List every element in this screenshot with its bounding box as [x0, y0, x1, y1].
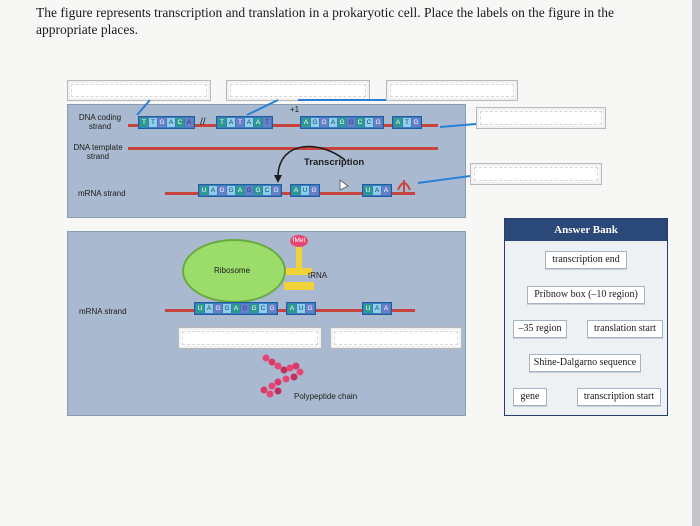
- trna-arm: [286, 268, 312, 275]
- answer-bank: Answer Bank transcription end Pribnow bo…: [504, 218, 668, 416]
- dna-template-strand-label: DNA template strand: [73, 143, 123, 161]
- transcription-label: Transcription: [304, 157, 365, 168]
- drop-target-7[interactable]: [330, 327, 462, 349]
- transcription-arrow-path: [277, 145, 346, 176]
- mrna-strand-label-2: mRNA strand: [79, 307, 127, 316]
- pointer-line-5: [417, 175, 471, 184]
- drop-target-6[interactable]: [178, 327, 322, 349]
- dna-coding-strand-label: DNA coding strand: [78, 113, 122, 131]
- dna-coding-strand-line: [128, 124, 438, 127]
- polypeptide-chain-drawing: [260, 354, 304, 398]
- cursor-pointer: [339, 179, 349, 191]
- drop-target-3[interactable]: [386, 80, 518, 101]
- answer-chip-minus-35-region[interactable]: –35 region: [513, 320, 567, 338]
- answer-chip-gene[interactable]: gene: [513, 388, 547, 406]
- dna-template-strand-line: [128, 147, 438, 150]
- transcription-arrow-head: [274, 175, 282, 183]
- plus-one-marker: +1: [290, 105, 300, 114]
- trna-anticodon-base: [284, 282, 314, 290]
- polypeptide-chain-label: Polypeptide chain: [294, 392, 358, 401]
- ribosome-label: Ribosome: [214, 266, 251, 275]
- trna-stem: [296, 247, 302, 275]
- ribosome-shape: [182, 239, 286, 303]
- drop-target-4[interactable]: [476, 107, 606, 129]
- answer-chip-transcription-end[interactable]: transcription end: [545, 251, 627, 269]
- question-instructions: The figure represents transcription and …: [36, 5, 615, 37]
- fmet-amino-acid: fMet: [290, 235, 308, 247]
- trna-label: tRNA: [308, 271, 328, 280]
- drop-target-1[interactable]: [67, 80, 211, 101]
- pointer-line-2: [246, 99, 279, 116]
- pointer-line-4: [439, 123, 477, 128]
- answer-bank-title: Answer Bank: [505, 219, 667, 241]
- pointer-line-1: [136, 99, 151, 116]
- mrna-strand-label-1: mRNA strand: [78, 189, 126, 198]
- terminator-hairpin-1: [397, 180, 411, 192]
- scrollbar-track[interactable]: [692, 0, 700, 526]
- answer-chip-translation-start[interactable]: translation start: [587, 320, 663, 338]
- drop-target-5[interactable]: [470, 163, 602, 185]
- answer-chip-transcription-start[interactable]: transcription start: [577, 388, 661, 406]
- answer-chip-pribnow-box[interactable]: Pribnow box (–10 region): [527, 286, 645, 304]
- answer-chip-shine-dalgarno[interactable]: Shine-Dalgarno sequence: [529, 354, 641, 372]
- strand-break-mark: //: [200, 117, 206, 128]
